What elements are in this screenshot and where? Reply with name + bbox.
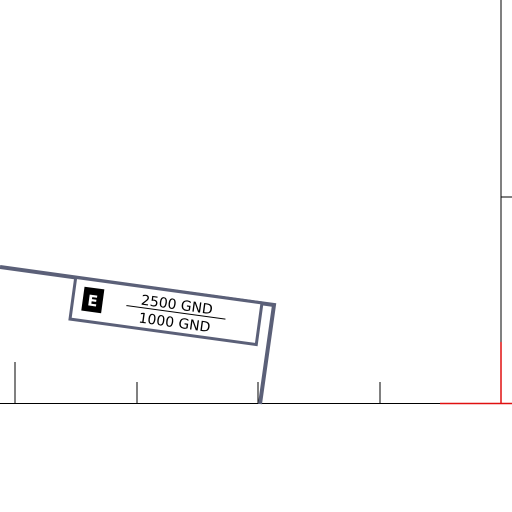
airspace-altitude-divider (126, 305, 226, 320)
airspace-class-badge (81, 286, 105, 314)
airspace-class-letter: E (86, 291, 99, 310)
airspace-altitude-label: E 2500 GND 1000 GND (68, 275, 264, 347)
